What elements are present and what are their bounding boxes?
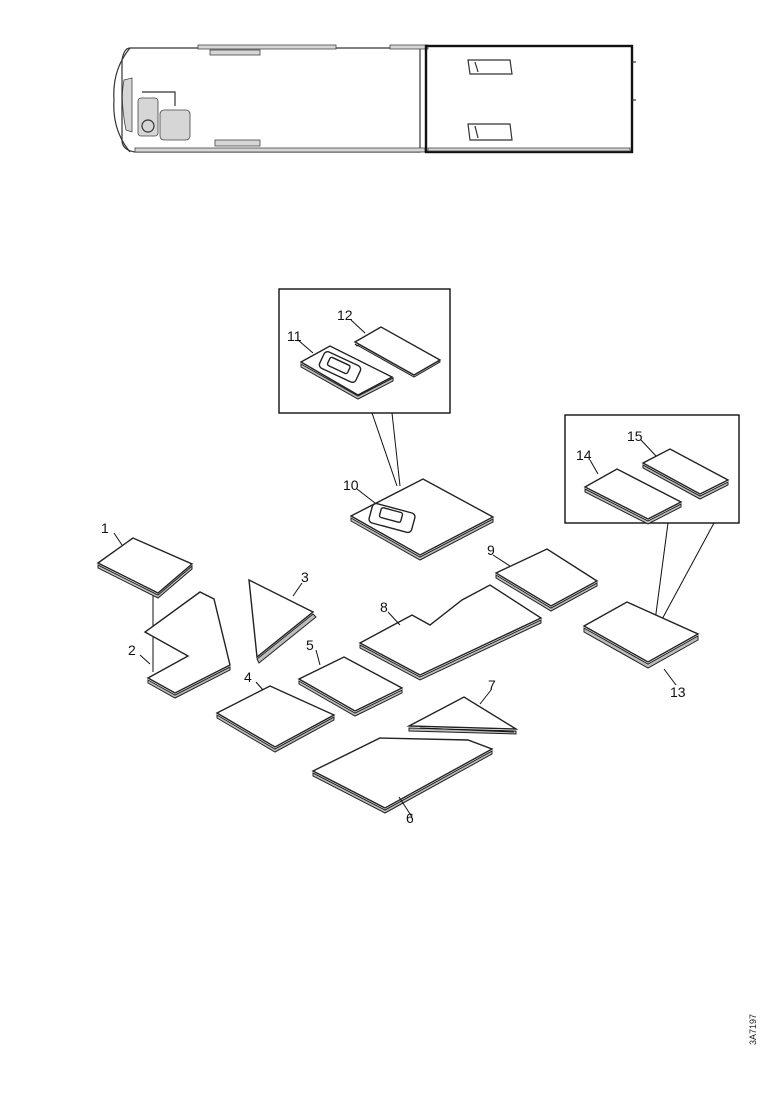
panel-6 [311, 737, 494, 814]
callout-2: 2 [128, 642, 136, 658]
panel-8 [358, 584, 543, 681]
panel-7 [406, 696, 519, 735]
callout-14: 14 [576, 447, 592, 463]
panel-11 [299, 345, 394, 400]
callout-labels: 1 2 3 4 5 6 7 8 9 10 11 12 13 14 15 [101, 307, 686, 826]
callout-4: 4 [244, 669, 252, 685]
callout-9: 9 [487, 542, 495, 558]
bus-floor-plan [113, 44, 636, 154]
panel-15 [641, 448, 730, 500]
callout-12: 12 [337, 307, 353, 323]
callout-7: 7 [488, 677, 496, 693]
panel-3 [248, 578, 317, 664]
panel-1 [96, 537, 194, 599]
callout-11: 11 [287, 328, 302, 344]
callout-10: 10 [343, 477, 359, 493]
panel-5 [297, 656, 404, 717]
panel-12 [353, 326, 442, 378]
panel-10 [349, 478, 495, 561]
panel-2 [143, 591, 231, 699]
callout-8: 8 [380, 599, 388, 615]
inset-frame-right [564, 414, 740, 624]
callout-13: 13 [670, 684, 686, 700]
figure-reference-code: 3A7197 [748, 1013, 758, 1045]
callout-3: 3 [301, 569, 309, 585]
panel-4 [215, 685, 336, 753]
panel-13 [582, 601, 700, 669]
callout-leaders [113, 319, 677, 818]
panel-14 [583, 468, 683, 525]
callout-1: 1 [101, 520, 109, 536]
callout-15: 15 [627, 428, 643, 444]
inset-frame-upper [278, 288, 451, 487]
callout-5: 5 [306, 637, 314, 653]
panel-9 [494, 548, 599, 612]
callout-6: 6 [406, 810, 414, 826]
